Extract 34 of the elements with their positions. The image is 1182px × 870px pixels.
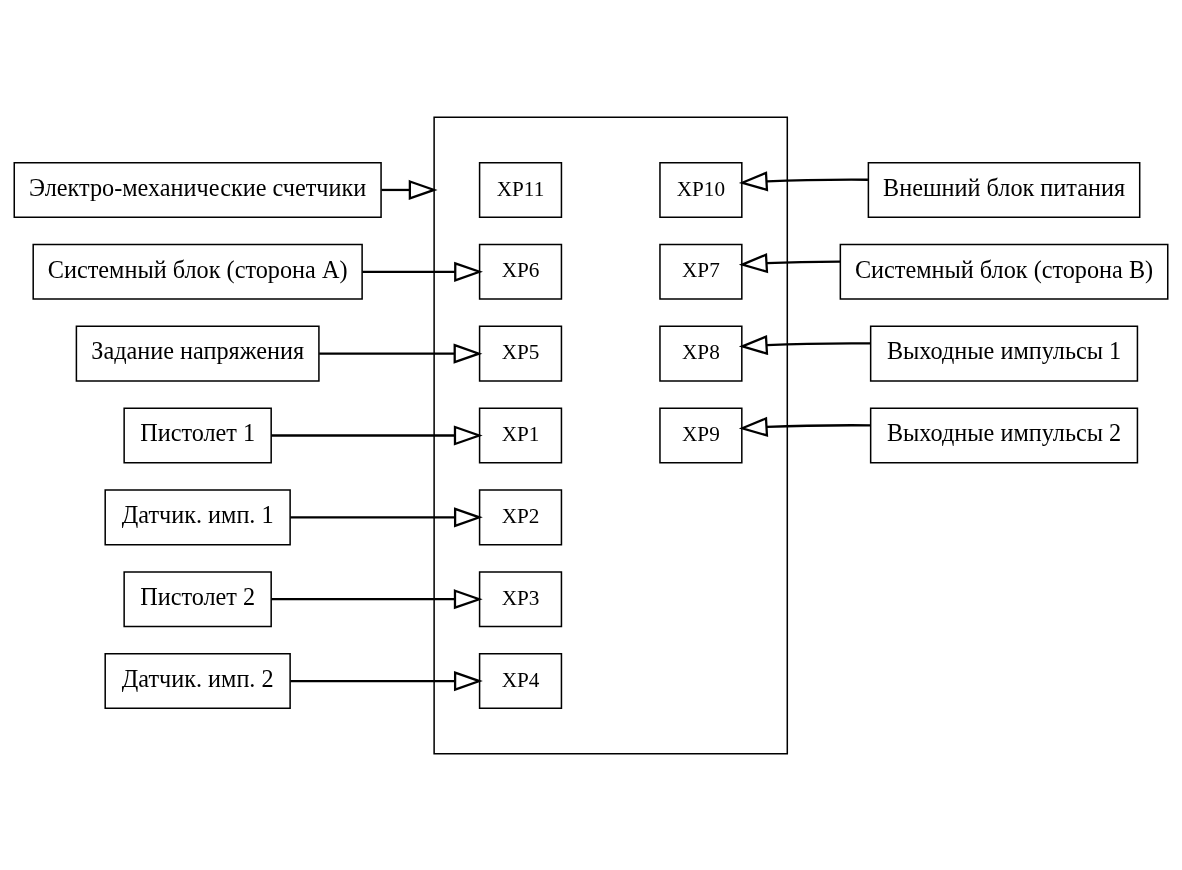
cluster — [433, 115, 789, 755]
arrow — [738, 252, 841, 273]
node-box: Выходные импульсы 1 — [869, 325, 1139, 382]
node-box: Системный блок (сторона А) — [32, 243, 363, 300]
arrow — [738, 170, 868, 191]
node-box: XP3 — [478, 570, 563, 627]
node-box: XP1 — [478, 406, 563, 464]
arrow — [319, 343, 483, 364]
node-box: Электро-механические счетчики — [13, 161, 382, 218]
arrow — [271, 424, 483, 446]
node-box: Пистолет 1 — [123, 406, 272, 464]
arrow — [290, 670, 483, 691]
node-box: Системный блок (сторона В) — [839, 243, 1169, 300]
node-box: XP2 — [478, 488, 563, 545]
node-box: XP9 — [659, 406, 743, 464]
arrow — [290, 506, 483, 527]
arrow — [362, 261, 483, 282]
node-box: XP7 — [659, 243, 743, 300]
node-box: Пистолет 2 — [123, 570, 272, 627]
node-box: XP6 — [478, 243, 563, 300]
node-box: Датчик. имп. 1 — [104, 488, 291, 545]
arrow — [271, 588, 483, 609]
node-box: XP4 — [478, 652, 563, 709]
node-box: Задание напряжения — [75, 325, 320, 382]
node-box: XP11 — [478, 161, 563, 218]
node-box: XP8 — [659, 325, 743, 382]
arrow — [738, 416, 871, 437]
arrow — [738, 334, 871, 355]
node-box: Выходные импульсы 2 — [869, 406, 1139, 464]
node-box: XP5 — [478, 325, 563, 382]
node-box: Внешний блок питания — [867, 161, 1141, 218]
node-box: Датчик. имп. 2 — [104, 652, 291, 709]
arrow — [381, 179, 438, 200]
node-box: XP10 — [659, 161, 743, 218]
